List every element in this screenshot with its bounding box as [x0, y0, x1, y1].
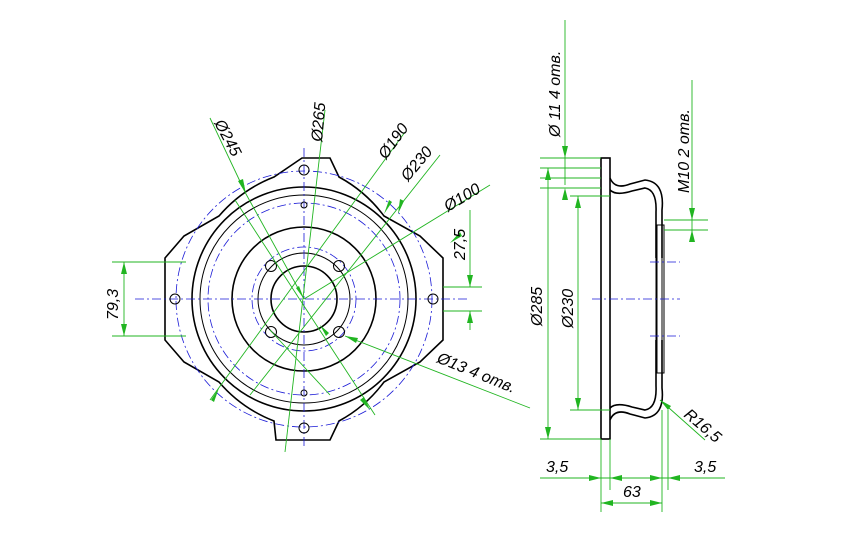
hole-small	[300, 201, 308, 209]
hole	[298, 422, 310, 434]
hole	[265, 326, 277, 338]
label-d230-side: Ø230	[560, 289, 577, 329]
label-3-5-left: 3,5	[546, 459, 568, 476]
front-view: Ø245 Ø265 Ø190 Ø230 Ø100 27,5 79,3 Ø13 4…	[105, 102, 531, 453]
hole	[265, 260, 277, 272]
label-d285: Ø285	[529, 287, 546, 327]
side-wall-lower	[609, 340, 664, 421]
label-d190: Ø190	[375, 121, 412, 164]
side-wall-upper-inner	[609, 187, 657, 258]
hole-small	[300, 389, 308, 397]
front-dimensions	[112, 109, 531, 453]
hole	[333, 260, 345, 272]
label-thread-m10: M10 2 отв.	[676, 109, 693, 193]
label-radius: R16,5	[680, 406, 724, 447]
hole	[298, 164, 310, 176]
side-view: Ø 11 4 отв. M10 2 отв. Ø285 Ø230 R16,5 3…	[529, 20, 725, 512]
holes	[169, 164, 439, 434]
hole	[333, 326, 345, 338]
label-63: 63	[623, 484, 641, 501]
label-d100: Ø100	[440, 181, 483, 216]
side-flange-plate	[600, 157, 611, 440]
hole	[427, 293, 439, 305]
side-dimensions	[540, 20, 725, 512]
side-wall-upper	[609, 177, 664, 258]
label-79-3: 79,3	[105, 289, 122, 320]
front-centerlines	[135, 148, 470, 448]
hole	[169, 293, 181, 305]
label-d230-front: Ø230	[397, 144, 436, 186]
label-holes-13: Ø13 4 отв.	[434, 350, 518, 397]
label-27-5: 27,5	[452, 229, 469, 261]
label-3-5-right: 3,5	[694, 459, 716, 476]
flange-outline	[164, 157, 444, 441]
label-holes-11: Ø 11 4 отв.	[547, 51, 564, 138]
side-wall-lower-inner	[609, 340, 657, 411]
label-d265: Ø265	[309, 102, 329, 144]
label-d245: Ø245	[210, 116, 244, 160]
